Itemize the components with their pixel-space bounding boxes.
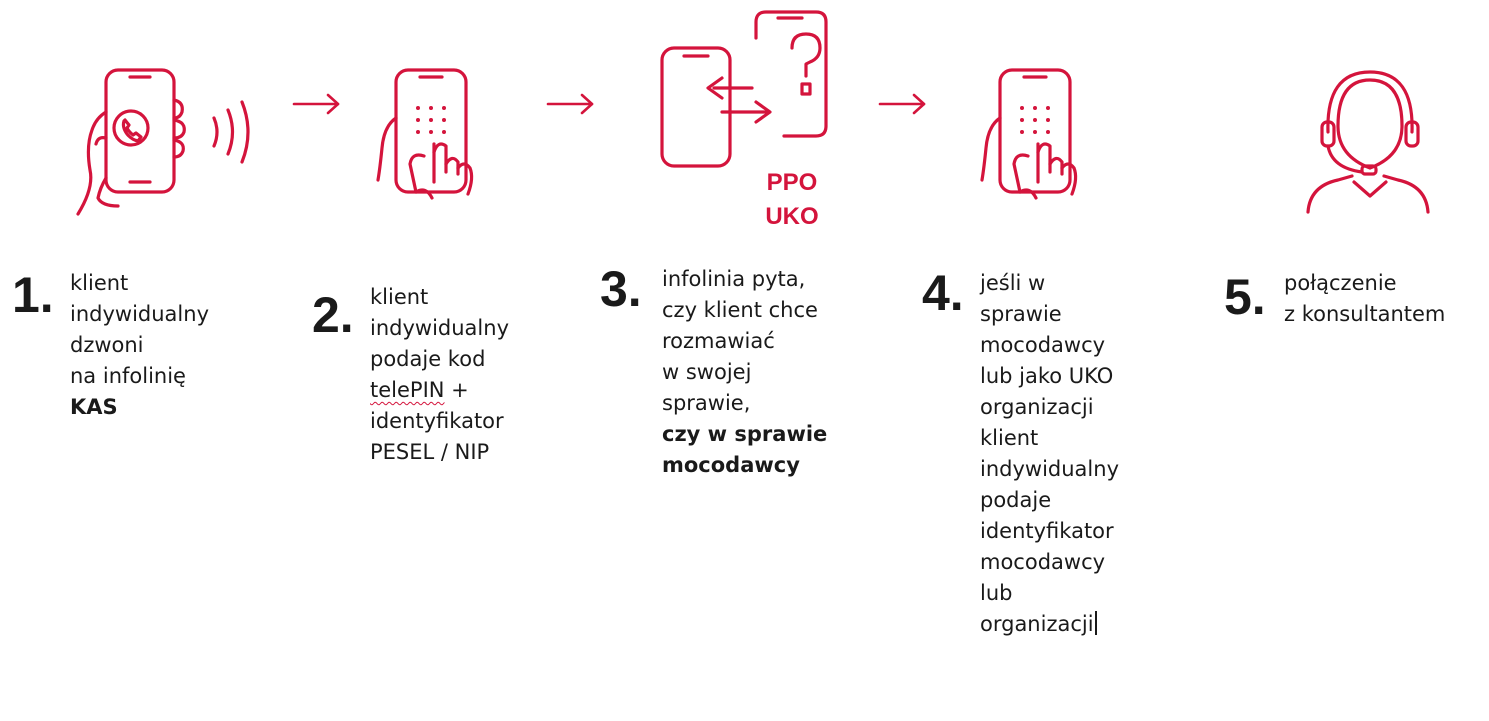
ppo-text: PPO	[766, 169, 818, 196]
step-4-line: mocodawcy	[980, 550, 1106, 574]
step-3-line: w swojej	[662, 360, 752, 384]
step-2-text: klient indywidualny podaje kod telePIN +…	[370, 282, 509, 468]
telepin-suffix: +	[444, 378, 469, 402]
step-1-line: dzwoni	[70, 333, 144, 357]
step-5-line: połączenie	[1284, 271, 1397, 295]
step-2-line: podaje kod	[370, 347, 486, 371]
step-4-number: 4.	[922, 265, 964, 321]
step-3-text: infolinia pyta, czy klient chce rozmawia…	[662, 264, 827, 481]
step-5-number: 5.	[1224, 269, 1266, 325]
telepin-text: telePIN	[370, 378, 445, 402]
step-1-line: klient	[70, 271, 129, 295]
step-2-line: identyfikator	[370, 409, 504, 433]
right-arrow-icon	[546, 92, 596, 121]
step-3-line: rozmawiać	[662, 329, 775, 353]
step-3-bold-line: mocodawcy	[662, 453, 800, 477]
step-4-line: mocodawcy	[980, 333, 1106, 357]
step-3-line: infolinia pyta,	[662, 267, 806, 291]
step-4-text: jeśli w sprawie mocodawcy lub jako UKO o…	[980, 268, 1119, 640]
step-5-text: połączenie z konsultantem	[1284, 268, 1445, 330]
hand-holding-phone-calling-icon	[68, 68, 268, 218]
step-2-line: indywidualny	[370, 316, 509, 340]
step-4-line: klient	[980, 426, 1039, 450]
hand-tapping-phone-keypad-icon	[376, 68, 506, 218]
consultant-headset-icon	[1298, 66, 1438, 216]
step-3-line: sprawie,	[662, 391, 751, 415]
step-1-line: na infolinię	[70, 364, 186, 388]
two-phones-exchange-question-icon	[660, 10, 830, 170]
step-4-line: lub jako UKO	[980, 364, 1114, 388]
uko-text: UKO	[765, 203, 819, 230]
hand-tapping-phone-keypad-icon	[980, 68, 1110, 218]
step-2-telepin-line: telePIN +	[370, 375, 509, 406]
step-4-line: organizacji	[980, 612, 1094, 636]
step-2-line: klient	[370, 285, 429, 309]
step-4-line: identyfikator	[980, 519, 1114, 543]
step-4-line: organizacji	[980, 395, 1094, 419]
step-3-line: czy klient chce	[662, 298, 818, 322]
step-5-line: z konsultantem	[1284, 302, 1446, 326]
step-1-text: klient indywidualny dzwoni na infolinię …	[70, 268, 209, 423]
step-3-bold-line: czy w sprawie	[662, 422, 828, 446]
step-4-line: podaje	[980, 488, 1052, 512]
ppo-uko-label: PPO UKO	[752, 166, 832, 234]
step-4-line: jeśli w	[980, 271, 1046, 295]
text-cursor	[1094, 611, 1097, 635]
right-arrow-icon	[878, 92, 928, 121]
step-2-number: 2.	[312, 287, 354, 343]
step-4-last-line: organizacji	[980, 609, 1119, 640]
step-1-bold-line: KAS	[70, 395, 118, 419]
step-4-line: lub	[980, 581, 1013, 605]
step-1-line: indywidualny	[70, 302, 209, 326]
step-4-line: indywidualny	[980, 457, 1119, 481]
right-arrow-icon	[292, 92, 342, 121]
step-4-line: sprawie	[980, 302, 1062, 326]
step-2-line: PESEL / NIP	[370, 440, 490, 464]
step-1-number: 1.	[12, 267, 54, 323]
step-3-number: 3.	[600, 261, 642, 317]
